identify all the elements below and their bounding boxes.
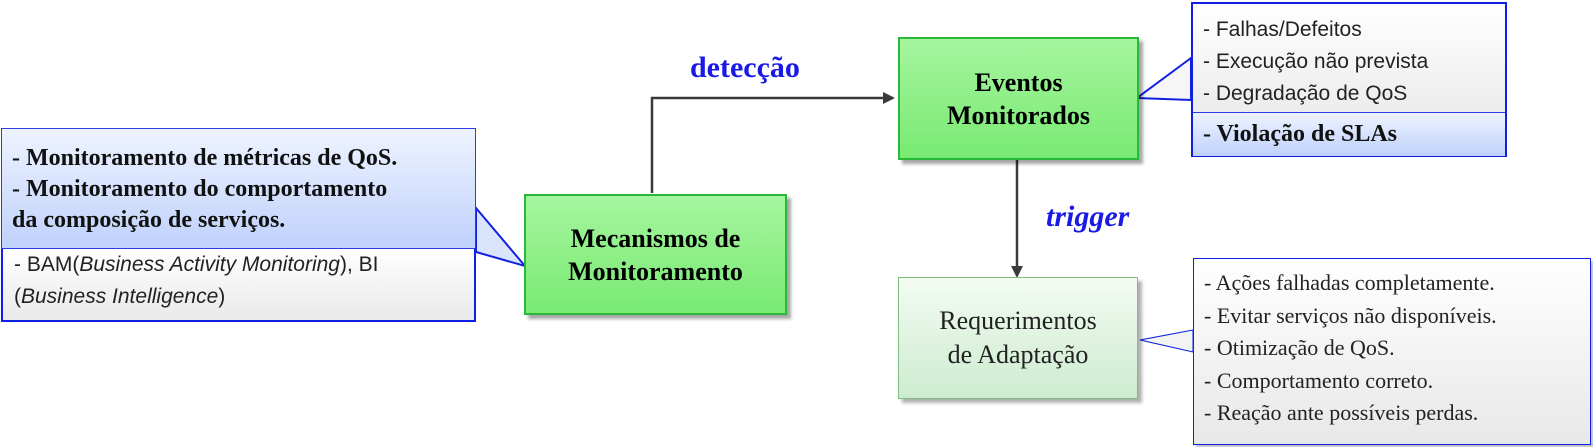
requirement-item: - Reação ante possíveis perdas.: [1204, 400, 1479, 425]
monitoring-tools-callout: - BAM(Business Activity Monitoring), BI …: [1, 249, 476, 322]
events-callout-highlight: - Violação de SLAs: [1193, 112, 1505, 156]
trigger-label: trigger: [1046, 200, 1130, 233]
tools-line-2: (Business Intelligence): [14, 285, 226, 308]
sla-violation-item: - Violação de SLAs: [1203, 121, 1398, 147]
node-label: de Adaptação: [947, 340, 1089, 369]
tools-line-1: - BAM(Business Activity Monitoring), BI: [14, 253, 379, 276]
monitoring-item: - Monitoramento de métricas de QoS.: [12, 145, 398, 171]
events-callout-list: - Falhas/Defeitos - Execução não previst…: [1193, 4, 1505, 112]
requirement-item: - Evitar serviços não disponíveis.: [1204, 302, 1497, 328]
requirement-item: - Ações falhadas completamente.: [1204, 270, 1495, 295]
requirement-item: - Comportamento correto.: [1204, 367, 1434, 393]
monitoring-callout-header: - Monitoramento de métricas de QoS. - Mo…: [1, 128, 476, 249]
node-label: Eventos: [974, 67, 1063, 97]
node-label: Requerimentos: [939, 306, 1097, 335]
requirements-callout: - Ações falhadas completamente. - Evitar…: [1193, 258, 1591, 445]
event-item: - Execução não prevista: [1203, 50, 1429, 73]
node-monitored-events: Eventos Monitorados: [898, 37, 1139, 160]
bi-term: Business Intelligence: [21, 285, 219, 308]
node-label: Monitoramento: [568, 256, 743, 286]
event-item: - Falhas/Defeitos: [1203, 18, 1362, 41]
requirements-callout-pointer: [1139, 329, 1194, 353]
events-callout-pointer: [1134, 56, 1192, 102]
detection-label: detecção: [690, 51, 800, 84]
events-callout: - Falhas/Defeitos - Execução não previst…: [1191, 2, 1507, 157]
detection-arrow: [650, 92, 895, 193]
event-item: - Degradação de QoS: [1203, 82, 1408, 105]
bam-term: Business Activity Monitoring: [79, 253, 340, 276]
monitoring-item: da composição de serviços.: [12, 207, 286, 233]
requirement-item: - Otimização de QoS.: [1204, 335, 1395, 360]
node-monitoring-mechanisms: Mecanismos de Monitoramento: [524, 194, 787, 315]
node-adaptation-requirements: Requerimentos de Adaptação: [898, 277, 1138, 399]
node-label: Mecanismos de: [570, 223, 741, 253]
node-label: Monitorados: [947, 100, 1090, 130]
monitoring-callout-pointer: [475, 205, 528, 268]
monitoring-item: - Monitoramento do comportamento: [12, 176, 388, 202]
